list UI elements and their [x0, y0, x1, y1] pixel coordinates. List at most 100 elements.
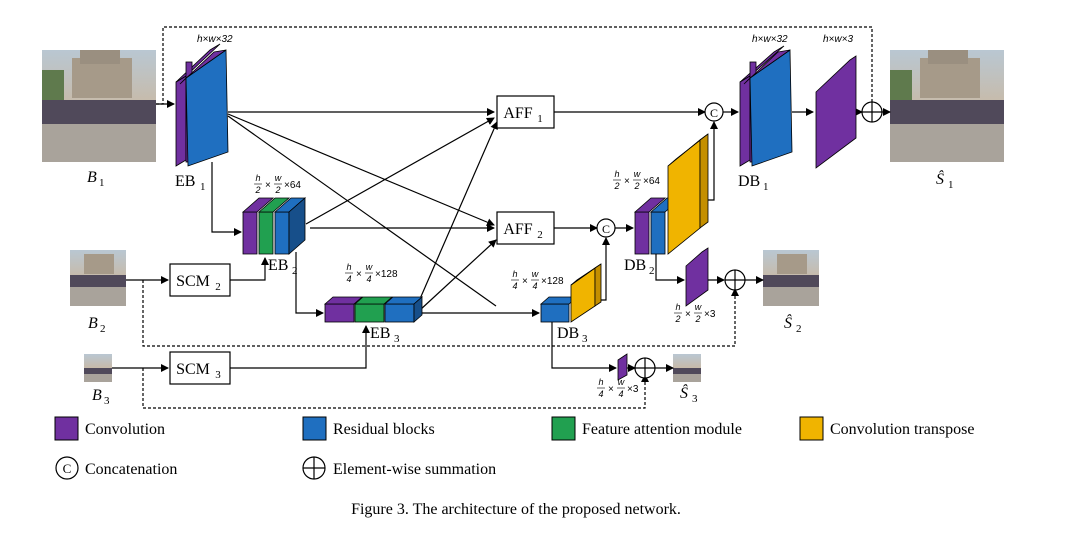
legend-concatenation-label: Concatenation	[85, 461, 177, 478]
dim-out2-h2: 2	[674, 314, 680, 324]
dim-out3-h: h	[598, 377, 603, 387]
line-eb1-eb2	[211, 162, 242, 236]
out-conv-3	[617, 353, 628, 381]
out-conv-2	[685, 247, 709, 307]
figure-caption: Figure 3. The architecture of the propos…	[351, 501, 681, 518]
db3-block	[539, 263, 602, 323]
concat-1: C	[704, 102, 724, 122]
dim-db3: h 4 × w 4 ×128	[511, 269, 564, 291]
aff1-box: AFF 1	[496, 95, 555, 129]
dim-eb2-w2: 2	[274, 185, 280, 195]
dim-db2-h: h	[614, 169, 619, 179]
legend-summation-label: Element-wise summation	[333, 461, 496, 478]
db1-block	[739, 45, 793, 167]
legend-item-convolution: Convolution	[54, 416, 165, 441]
db2-label: DB	[624, 257, 646, 274]
aff2-box: AFF 2	[496, 211, 555, 245]
output-image-s2	[763, 250, 819, 306]
legend-item-summation: Element-wise summation	[302, 456, 496, 480]
line-db3-conv	[551, 322, 617, 372]
legend-attention-label: Feature attention module	[582, 421, 742, 438]
dim-db3-x: ×	[522, 276, 528, 287]
line-scm3-eb3	[230, 325, 370, 369]
legend: Convolution Residual blocks Feature atte…	[54, 416, 974, 480]
concatenation-icon	[55, 456, 79, 480]
eb1-block	[175, 43, 229, 167]
s1-label: Ŝ	[936, 169, 944, 188]
concat-2: C	[596, 218, 616, 238]
sum-1	[861, 101, 883, 123]
s3-sub: 3	[692, 393, 698, 405]
aff1-label: AFF	[503, 105, 532, 122]
dim-eb3-h: h	[346, 262, 351, 272]
out-conv-1	[815, 55, 857, 169]
s2-label: Ŝ	[784, 313, 792, 332]
dim-eb2-h: h	[255, 173, 260, 183]
legend-item-transpose: Convolution transpose	[799, 416, 974, 441]
legend-item-attention: Feature attention module	[551, 416, 742, 441]
db3-sub: 3	[582, 333, 588, 345]
line-eb3-aff1	[415, 121, 498, 309]
eb1-sub: 1	[200, 181, 206, 193]
dim-eb2-suffix: ×64	[284, 180, 301, 191]
b1-sub: 1	[99, 177, 105, 189]
legend-item-residual: Residual blocks	[302, 416, 435, 441]
dim-out2: h 2 × w 2 ×3	[674, 302, 716, 324]
eb2-block	[241, 197, 307, 255]
s1-sub: 1	[948, 179, 954, 191]
db1-label: DB	[738, 173, 760, 190]
s2-sub: 2	[796, 323, 802, 335]
dim-eb3: h 4 × w 4 ×128	[345, 262, 398, 284]
db2-block	[633, 133, 709, 255]
dim-db3-h4: 4	[512, 281, 517, 291]
dim-eb2: h 2 × w 2 ×64	[254, 173, 301, 195]
block-labels: EB 1 EB 2 EB 3 DB 1 DB 2 DB 3 B 1 B 2 B …	[87, 169, 954, 407]
line-eb2-eb3	[295, 252, 324, 317]
concat-1-symbol: C	[710, 106, 718, 120]
dim-db3-h: h	[512, 269, 517, 279]
dim-db2-w2: 2	[633, 181, 639, 191]
dim-eb3-x: ×	[356, 269, 362, 280]
legend-convolution-label: Convolution	[85, 421, 165, 438]
dim-db2-x: ×	[624, 176, 630, 187]
aff2-sub: 2	[537, 229, 543, 241]
connectors	[112, 26, 891, 409]
dim-out2-w: w	[695, 302, 702, 312]
dim-db1: h×w×32	[752, 34, 788, 45]
dashed-skip-s2	[142, 280, 739, 347]
eb3-sub: 3	[394, 333, 400, 345]
b3-sub: 3	[104, 395, 110, 407]
b3-label: B	[92, 387, 102, 404]
eb3-label: EB	[370, 325, 390, 342]
dimension-labels: h×w×32 h×w×32 h×w×3 h 2 × w 2 ×64 h 4 × …	[197, 34, 853, 399]
scm2-box: SCM 2	[169, 263, 231, 297]
dim-out3-w4: 4	[618, 389, 623, 399]
eb1-label: EB	[175, 173, 195, 190]
line-eb1-eb3	[227, 115, 497, 307]
dim-out2-suffix: ×3	[704, 309, 716, 320]
dim-eb2-h2: 2	[254, 185, 260, 195]
dim-eb2-x: ×	[265, 180, 271, 191]
legend-transpose-label: Convolution transpose	[830, 421, 974, 438]
b2-label: B	[88, 315, 98, 332]
legend-item-concatenation: C Concatenation	[55, 456, 177, 480]
eb2-sub: 2	[292, 265, 298, 277]
attention-swatch	[551, 416, 576, 441]
output-image-s1	[890, 50, 1004, 162]
sum-2	[724, 269, 746, 291]
scm3-box: SCM 3	[169, 351, 231, 385]
dim-out3-suffix: ×3	[627, 384, 639, 395]
concat-2-symbol: C	[602, 222, 610, 236]
scm3-label: SCM	[176, 361, 210, 378]
line-eb1-aff2	[227, 113, 495, 226]
output-image-s3	[673, 354, 701, 382]
dim-db2-h2: 2	[613, 181, 619, 191]
dim-db3-suffix: ×128	[541, 276, 564, 287]
dim-db2-w: w	[634, 169, 641, 179]
scm2-sub: 2	[215, 281, 221, 293]
b2-sub: 2	[100, 323, 106, 335]
aff2-label: AFF	[503, 221, 532, 238]
eb2-label: EB	[268, 257, 288, 274]
concatenation-icon-letter: C	[63, 461, 72, 476]
